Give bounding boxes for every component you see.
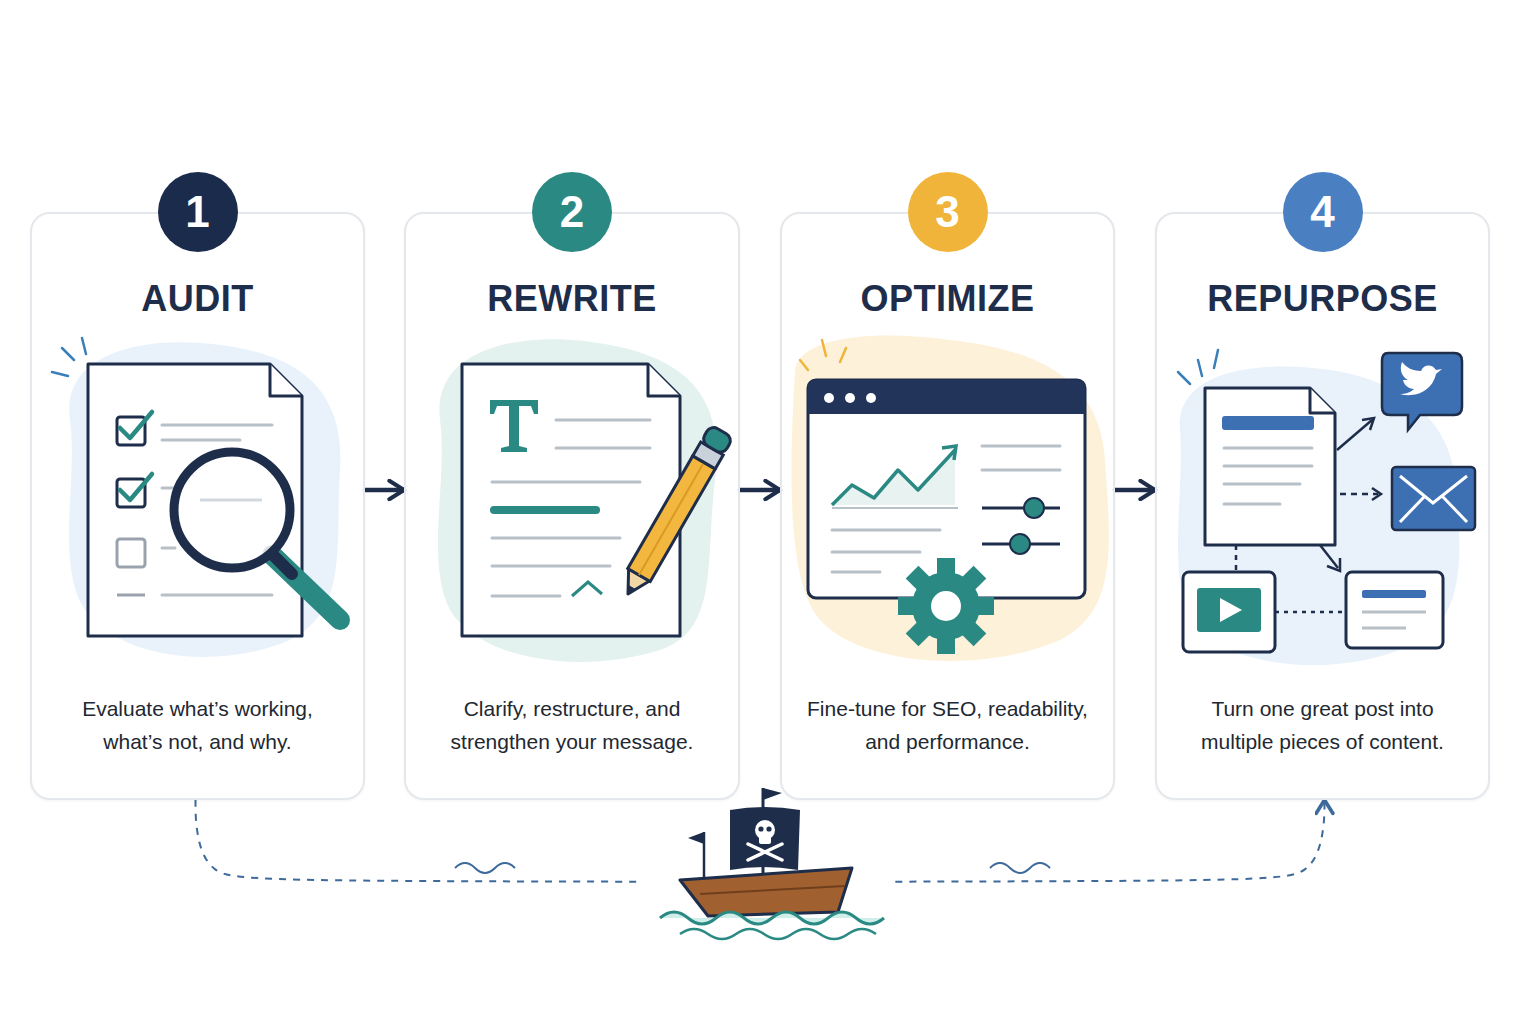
audit-illustration [52, 338, 340, 657]
optimize-illustration [791, 335, 1108, 661]
step-description: Evaluate what’s working, what’s not, and… [50, 692, 345, 758]
flow-arrow [1115, 488, 1155, 493]
step-card: 4REPURPOSETurn one great post into multi… [1155, 212, 1490, 800]
step-number: 1 [158, 172, 238, 252]
step-number: 4 [1283, 172, 1363, 252]
repurpose-illustration [1178, 350, 1475, 665]
step-title: REPURPOSE [1165, 278, 1480, 320]
step-title: OPTIMIZE [790, 278, 1105, 320]
step-title: AUDIT [40, 278, 355, 320]
ship-illustration [455, 788, 1050, 939]
step-card: 1AUDITEvaluate what’s working, what’s no… [30, 212, 365, 800]
step-description: Turn one great post into multiple pieces… [1175, 692, 1470, 758]
step-number: 3 [908, 172, 988, 252]
rewrite-illustration [438, 339, 733, 662]
flow-arrow [740, 488, 780, 493]
flow-arrow [365, 488, 404, 493]
step-description: Fine-tune for SEO, readability, and perf… [800, 692, 1095, 758]
step-description: Clarify, restructure, and strengthen you… [424, 692, 720, 758]
step-number: 2 [532, 172, 612, 252]
step-card: 3OPTIMIZEFine-tune for SEO, readability,… [780, 212, 1115, 800]
step-card: 2REWRITEClarify, restructure, and streng… [404, 212, 740, 800]
step-title: REWRITE [414, 278, 730, 320]
